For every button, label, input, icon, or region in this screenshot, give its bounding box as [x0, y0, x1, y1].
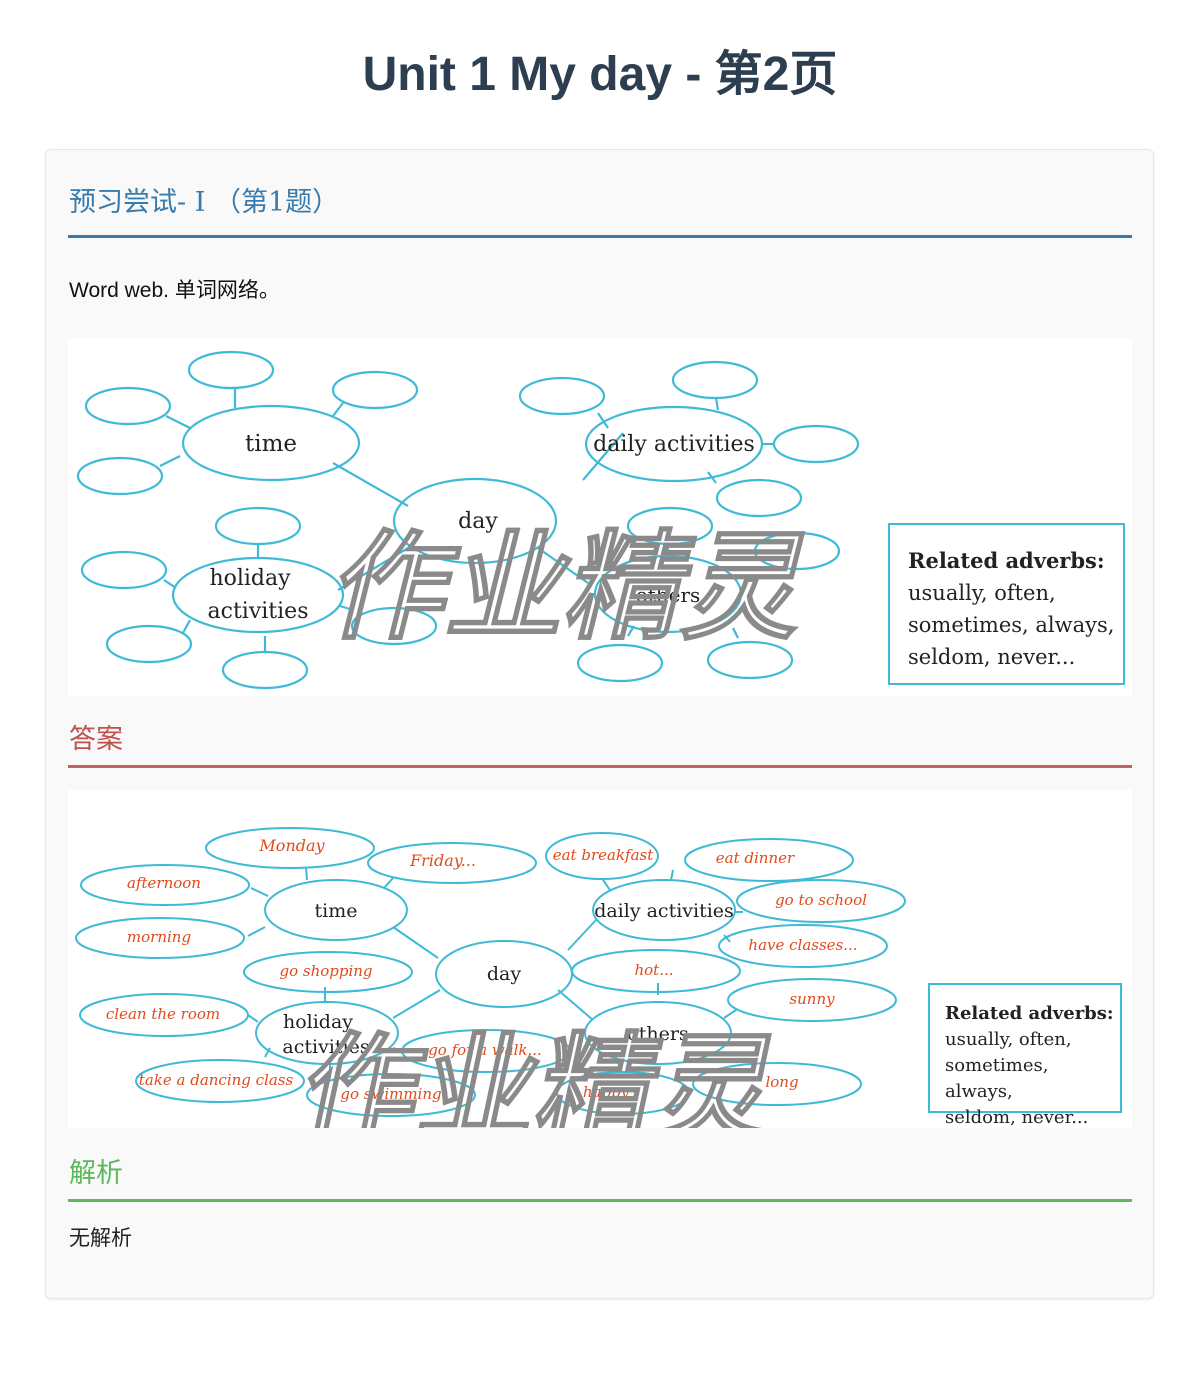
- watermark-text: 作业精灵: [290, 1021, 791, 1128]
- answer-item-long: long: [765, 1073, 798, 1091]
- related-adverbs-line: seldom, never...: [908, 645, 1076, 669]
- answer-item-hot: hot...: [634, 961, 673, 979]
- node-holiday-line1: holiday: [209, 566, 291, 591]
- related-adverbs-line: sometimes, always,: [908, 613, 1115, 637]
- answer-item-afternoon: afternoon: [127, 874, 201, 892]
- answer-item-monday: Monday: [258, 836, 325, 855]
- question-divider: [68, 235, 1132, 238]
- center-node-day: day: [458, 509, 498, 534]
- node-others: others: [636, 583, 701, 607]
- answer-item-happy: happy: [583, 1083, 630, 1101]
- answer-item-eat-breakfast: eat breakfast: [553, 846, 654, 864]
- answer-item-have-classes: have classes...: [748, 936, 857, 954]
- word-web-answer-diagram: day time daily activities holiday activi…: [75, 827, 906, 1128]
- answer-section-title: 答案: [69, 724, 123, 755]
- watermark-text: 作业精灵: [319, 520, 825, 657]
- related-adverbs-title: Related adverbs:: [908, 548, 1105, 573]
- related-adverbs-line: seldom, never...: [945, 1107, 1089, 1128]
- node-holiday-line2: activities: [282, 1036, 369, 1058]
- answer-item-morning: morning: [127, 928, 191, 946]
- center-node-day: day: [487, 963, 521, 985]
- node-holiday-line1: holiday: [283, 1011, 353, 1033]
- word-web-answer-figure: day time daily activities holiday activi…: [68, 790, 1132, 1128]
- question-instruction: Word web. 单词网络。: [69, 279, 280, 302]
- explanation-text: 无解析: [69, 1227, 132, 1250]
- related-adverbs-title: Related adverbs:: [945, 1003, 1114, 1024]
- answer-item-sunny: sunny: [789, 990, 835, 1008]
- answer-item-clean-the-room: clean the room: [106, 1005, 220, 1023]
- question-card: 预习尝试- I （第1题） Word web. 单词网络。: [45, 149, 1154, 1299]
- node-time: time: [245, 431, 297, 457]
- answer-item-take-a-dancing-class: take a dancing class: [139, 1071, 294, 1089]
- related-adverbs-line: sometimes, always,: [945, 1055, 1049, 1102]
- node-holiday-line2: activities: [208, 599, 309, 624]
- related-adverbs-box: Related adverbs: usually, often, sometim…: [928, 983, 1122, 1128]
- answer-item-go-swimming: go swimming: [340, 1085, 441, 1103]
- answer-divider: [68, 765, 1132, 768]
- question-section-title: 预习尝试- I （第1题）: [69, 187, 340, 218]
- explanation-section-title: 解析: [69, 1158, 123, 1189]
- node-time: time: [315, 900, 358, 922]
- answer-item-go-shopping: go shopping: [279, 962, 372, 980]
- answer-item-eat-dinner: eat dinner: [716, 849, 795, 867]
- related-adverbs-line: usually, often,: [908, 581, 1056, 605]
- explanation-divider: [68, 1199, 1132, 1202]
- related-adverbs-box: Related adverbs: usually, often, sometim…: [888, 523, 1125, 685]
- node-daily-activities: daily activities: [593, 432, 755, 457]
- answer-item-go-for-a-walk: go for a walk...: [428, 1041, 542, 1059]
- word-web-blank-figure: day time daily activities holiday activi…: [68, 338, 1132, 696]
- related-adverbs-line: usually, often,: [945, 1029, 1072, 1050]
- node-others: others: [627, 1023, 688, 1045]
- node-daily-activities: daily activities: [594, 900, 734, 922]
- answer-item-go-to-school: go to school: [775, 891, 867, 909]
- page-title: Unit 1 My day - 第2页: [362, 48, 838, 101]
- answer-item-friday: Friday...: [409, 851, 476, 870]
- word-web-diagram: day time daily activities holiday activi…: [76, 350, 860, 690]
